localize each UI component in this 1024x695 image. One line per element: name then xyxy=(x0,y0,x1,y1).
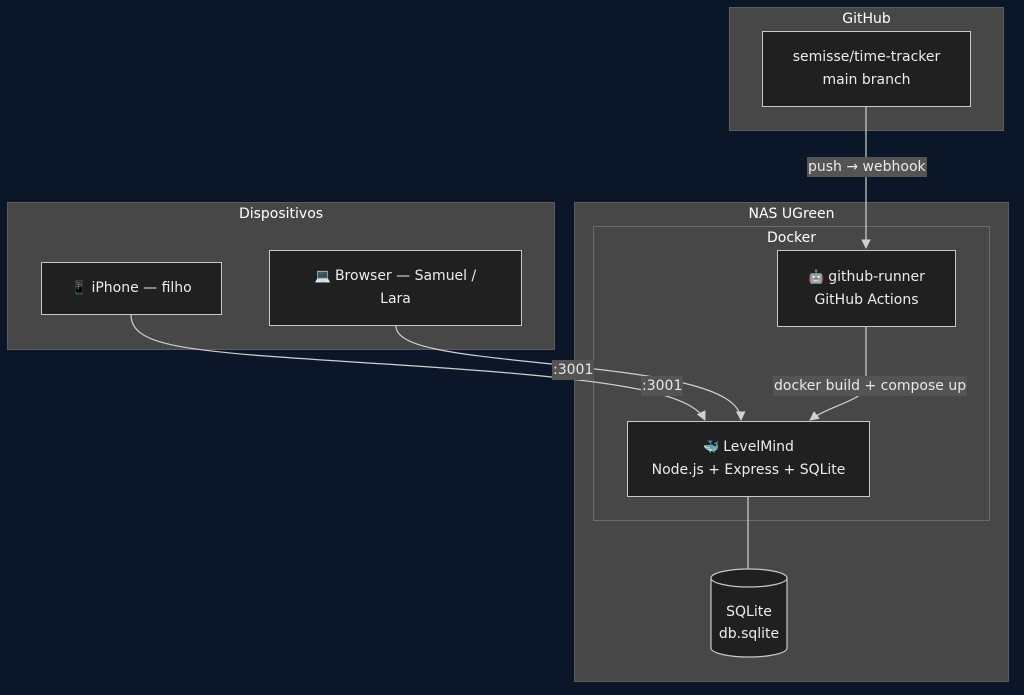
node-levelmind: 🐳LevelMind Node.js + Express + SQLite xyxy=(627,421,870,497)
cluster-nas-title: NAS UGreen xyxy=(748,206,835,222)
node-repo-branch: main branch xyxy=(822,72,911,88)
cluster-dispositivos-title: Dispositivos xyxy=(238,206,324,222)
node-runner-subtitle: GitHub Actions xyxy=(814,291,919,308)
laptop-icon: 💻 xyxy=(314,269,331,284)
node-runner-name: github-runner xyxy=(828,268,925,285)
phone-icon: 📱 xyxy=(71,281,88,296)
edge-iphone-levelmind xyxy=(130,314,706,421)
node-browser: 💻Browser — Samuel / Lara xyxy=(269,250,522,326)
node-sqlite-file: db.sqlite xyxy=(718,626,780,642)
edge-label-port-iphone: :3001 xyxy=(552,360,595,380)
cluster-github-title: GitHub xyxy=(842,11,891,27)
node-runner: 🤖github-runner GitHub Actions xyxy=(777,250,956,327)
node-levelmind-stack: Node.js + Express + SQLite xyxy=(651,462,846,478)
node-iphone-label: iPhone — filho xyxy=(91,280,192,296)
node-iphone: 📱iPhone — filho xyxy=(41,262,222,315)
edge-label-deploy: docker build + compose up xyxy=(773,376,968,396)
whale-icon: 🐳 xyxy=(703,440,720,455)
node-repo: semisse/time-tracker main branch xyxy=(762,31,971,107)
node-browser-line1: Browser — Samuel / xyxy=(334,268,477,284)
robot-icon: 🤖 xyxy=(808,269,825,285)
node-sqlite: SQLite db.sqlite xyxy=(708,598,790,648)
database-cylinder xyxy=(710,568,788,658)
edge-label-port-browser: :3001 xyxy=(641,376,684,396)
node-repo-name: semisse/time-tracker xyxy=(792,49,941,65)
node-levelmind-name: LevelMind xyxy=(723,439,794,455)
edge-label-push: push → webhook xyxy=(807,157,927,177)
node-sqlite-name: SQLite xyxy=(726,604,772,620)
cluster-docker-title: Docker xyxy=(766,230,817,246)
edge-runner-levelmind xyxy=(809,327,867,421)
node-browser-line2: Lara xyxy=(380,291,411,307)
